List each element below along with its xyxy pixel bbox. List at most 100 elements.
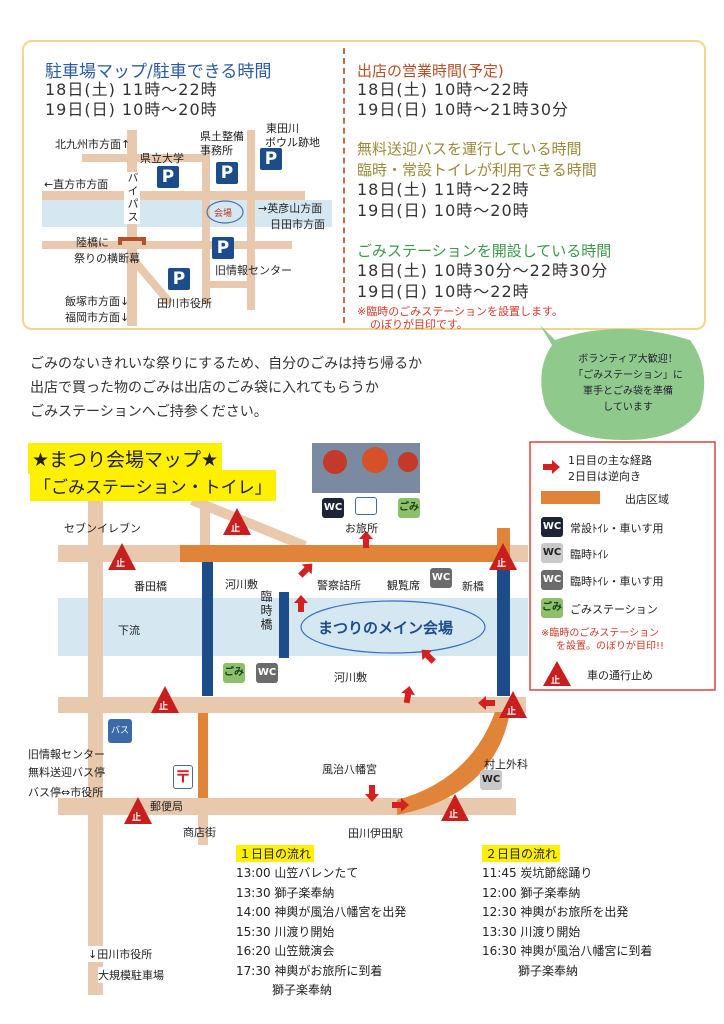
- road: [205, 281, 253, 288]
- route-arrow: [359, 531, 373, 548]
- road: [200, 505, 210, 547]
- label-info-center: 旧情報センター: [28, 748, 105, 761]
- stop-sign-icon: [124, 797, 152, 824]
- bridge: [202, 562, 213, 696]
- gomi-station-icon: ごみ: [541, 598, 563, 618]
- label-city-hall: ↓田川市役所: [88, 946, 153, 962]
- label: 事務所: [200, 144, 233, 157]
- legend-road-closed: 車の通行止め: [587, 669, 653, 682]
- road: [198, 815, 208, 845]
- bubble-line: 「ごみステーション」に: [573, 370, 683, 381]
- schedule-item: 14:00 神輿が風治八幡宮を出発: [236, 905, 407, 919]
- label: →英彦山方面: [258, 202, 323, 215]
- label-furuji-shrine: 風治八幡宮: [322, 763, 377, 776]
- parking-icon: P: [168, 268, 190, 290]
- temporary-bridge: [279, 592, 289, 658]
- gomi-time: 18日(土) 10時30分〜22時30分: [357, 261, 609, 280]
- legend-shop-area: 出店区域: [625, 493, 669, 506]
- day1-schedule: 13:00 山笠バレンたて 13:30 獅子楽奉納 14:00 神輿が風治八幡宮…: [236, 864, 406, 1001]
- bus-time: 19日(日) 10時〜20時: [357, 201, 530, 220]
- parking-title: 駐車場マップ/駐車できる時間: [45, 62, 272, 82]
- label-bus-route: バス停⇔市役所: [28, 786, 104, 799]
- wc-temporary-accessible-icon: WC: [256, 663, 278, 683]
- shop-time: 18日(土) 10時〜22時: [357, 80, 530, 99]
- map-title: ★まつり会場マップ★: [28, 443, 223, 474]
- wc-temporary-accessible-icon: WC: [541, 570, 563, 590]
- gomi-station-icon: ごみ: [223, 663, 245, 683]
- label: ボウル跡地: [265, 136, 320, 149]
- label-shinbashi: 新橋: [462, 580, 484, 593]
- bus-stop-icon: バス: [108, 719, 132, 743]
- road: [88, 500, 103, 995]
- gomi-hours-title: ごみステーションを開設している時間: [357, 242, 612, 260]
- legend-gomi-station: ごみステーション: [570, 603, 658, 616]
- parking-icon: P: [216, 162, 238, 184]
- stop-sign-icon: [499, 691, 527, 718]
- label-shotengai: 商店街: [183, 826, 216, 839]
- bubble-line: しています: [603, 402, 653, 413]
- stop-label: 止: [231, 524, 241, 534]
- parking-icon: P: [212, 237, 234, 259]
- label: 福岡市方面↓: [65, 311, 130, 324]
- shop-time: 19日(日) 10時〜21時30分: [357, 100, 570, 119]
- wc-temporary-icon: WC: [541, 543, 563, 563]
- label: 県土整備: [200, 130, 244, 143]
- stop-label: 止: [159, 702, 169, 712]
- label-downstream: 下流: [118, 624, 140, 637]
- route-arrow: [421, 649, 436, 664]
- label: 飯塚市方面↓: [65, 295, 130, 308]
- label: 北九州市方面↑: [55, 138, 131, 151]
- legend-shop-area-swatch: [541, 491, 600, 504]
- schedule-item: 15:30 川渡り開始: [236, 924, 335, 939]
- map-subtitle: 「ごみステーション・トイレ」: [30, 470, 276, 501]
- stop-label: 止: [507, 707, 517, 717]
- parking-time-sun: 19日(日) 10時〜20時: [45, 100, 218, 119]
- route-arrows: [294, 460, 560, 812]
- shop-area: [180, 545, 500, 562]
- label-riverbank: 河川敷: [225, 578, 258, 591]
- label-otabisho: お旅所: [345, 522, 378, 535]
- day2-title: ２日目の流れ: [482, 845, 561, 862]
- volunteer-bubble-text: ボランティア大歓迎！ 「ごみステーション」に 軍手とごみ袋を準備 しています: [548, 352, 708, 416]
- river: [42, 200, 332, 227]
- post-office-icon: 〒: [173, 765, 193, 789]
- schedule-item: 13:30 川渡り開始: [482, 924, 581, 939]
- label: ←直方市方面: [44, 178, 109, 191]
- overpass: [118, 237, 146, 245]
- label-station: 田川伊田駅: [348, 827, 403, 840]
- gomi-station-icon: ごみ: [398, 498, 420, 518]
- stop-label: 止: [497, 559, 507, 569]
- speech-bubble: [540, 325, 705, 440]
- route-arrow: [365, 785, 379, 802]
- toilet-hours-title: 臨時・常設トイレが利用できる時間: [357, 161, 597, 179]
- wc-permanent-icon: WC: [322, 498, 344, 518]
- label: 旧情報センター: [215, 264, 292, 277]
- legend-route-reverse: 2日目は逆向き: [568, 470, 641, 483]
- label-parking-lot: 大規模駐車場: [98, 967, 164, 983]
- message-line: 出店で買った物のごみは出店のごみ袋に入れてもらうか: [30, 380, 379, 396]
- route-arrow: [478, 696, 495, 710]
- road: [82, 154, 206, 162]
- stop-label: 止: [449, 810, 459, 820]
- schedule-item: 17:30 神輿がお旅所に到着: [236, 963, 383, 978]
- bridge: [497, 562, 510, 696]
- label-riverbank: 河川敷: [334, 671, 367, 684]
- parking-icon: P: [157, 166, 179, 188]
- schedule-item: 16:20 山笠競演会: [236, 944, 335, 958]
- label: バイパス: [124, 172, 140, 224]
- legend-wc-permanent: 常設ﾄｲﾚ・車いす用: [570, 522, 664, 535]
- gomi-time: 19日(日) 10時〜22時: [357, 282, 530, 301]
- bypass-road: [127, 130, 137, 326]
- bubble-line: 軍手とごみ袋を準備: [583, 386, 673, 397]
- wc-temporary-accessible-icon: WC: [430, 568, 452, 588]
- label: 県立大学: [140, 152, 184, 165]
- gomi-note: のぼりが目印です。: [370, 318, 468, 331]
- label: 田川市役所: [157, 297, 212, 310]
- label: 東田川: [266, 122, 299, 135]
- info-box: [22, 40, 706, 330]
- label-temporary-bridge: 臨時橋: [259, 590, 273, 632]
- route-arrow: [294, 595, 308, 612]
- label: 祭りの横断幕: [74, 252, 140, 265]
- legend-arrow-icon: [543, 460, 560, 474]
